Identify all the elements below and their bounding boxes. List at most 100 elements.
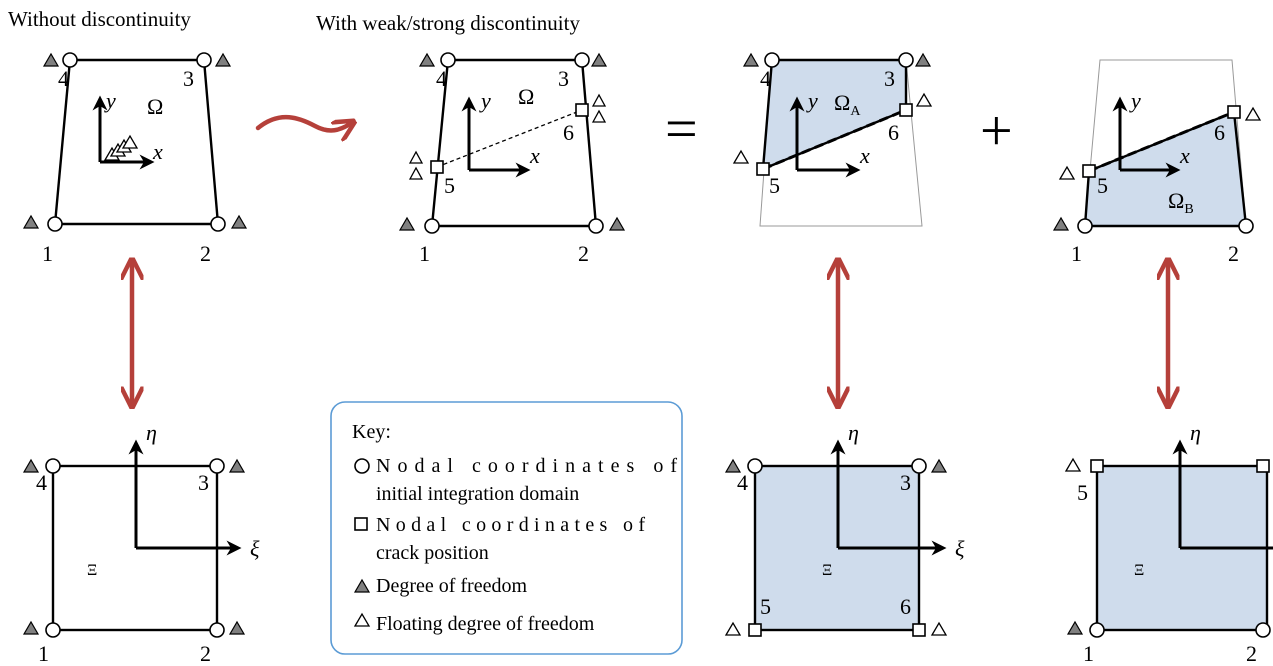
node-circle-2	[1255, 622, 1271, 638]
eta-axis-label: η	[146, 420, 157, 445]
crack-node-square-6	[912, 623, 926, 637]
key-floating-dof-text: Floating degree of freedom	[376, 613, 595, 635]
node-circle-3	[574, 52, 590, 68]
transform-arrow	[255, 114, 350, 130]
x-axis-label: x	[529, 143, 540, 168]
node-label-6: 6	[900, 594, 911, 619]
panel-omega-b-reference: η Ξ 5 1 2	[1064, 420, 1273, 666]
node-label-1: 1	[1083, 641, 1094, 666]
key-square-icon	[354, 517, 368, 531]
node-label-6: 6	[563, 120, 574, 145]
floating-dof-icon	[591, 109, 607, 123]
node-label-4: 4	[760, 66, 771, 91]
node-circle-4	[747, 458, 763, 474]
floating-dof-icon	[1064, 457, 1082, 472]
dof-triangle-icon	[398, 216, 416, 231]
key-box	[330, 401, 683, 655]
crack-node-square-6	[1227, 105, 1241, 119]
equals-sign: =	[665, 96, 698, 161]
node-label-5: 5	[444, 173, 455, 198]
key-circle-text-line2: initial integration domain	[376, 483, 579, 505]
dof-triangle-icon	[22, 458, 40, 473]
crack-line	[1088, 110, 1235, 173]
x-axis-label: x	[859, 143, 870, 168]
header-without-discontinuity: Without discontinuity	[8, 7, 191, 31]
floating-dof-icon	[724, 621, 742, 636]
crack-node-square-6	[899, 103, 913, 117]
node-label-5: 5	[769, 173, 780, 198]
omega-label: Ω	[518, 84, 534, 109]
dof-triangle-icon	[1052, 216, 1070, 231]
node-label-5: 5	[1097, 173, 1108, 198]
node-label-1: 1	[42, 241, 53, 266]
crack-line	[436, 109, 583, 168]
xi-domain-label: Ξ	[822, 562, 832, 579]
crack-node-square-6	[575, 103, 589, 117]
omega-b-label: ΩB	[1168, 188, 1194, 217]
key-square-text-line2: crack position	[376, 542, 489, 564]
key-square-text-line1: Nodal coordinates of	[376, 514, 645, 536]
node-label-5: 5	[1077, 480, 1088, 505]
node-label-4: 4	[36, 470, 47, 495]
dof-triangle-icon	[608, 216, 626, 231]
node-label-1: 1	[419, 241, 430, 266]
node-label-6: 6	[1214, 120, 1225, 145]
key-circle-icon	[354, 458, 370, 474]
floating-dof-icon	[408, 166, 424, 180]
panel-with-physical: y x Ω 1 2 3 4 5 6	[398, 52, 626, 266]
node-label-1: 1	[1071, 241, 1082, 266]
omega-label: Ω	[147, 94, 163, 119]
node-label-4: 4	[58, 66, 69, 91]
stacked-floating-dof-icon	[103, 134, 139, 161]
key-circle-text-line1: Nodal coordinates of	[376, 455, 677, 477]
dof-triangle-icon	[214, 52, 232, 67]
panel-without-reference: η ξ Ξ 4 3 1 2	[22, 420, 260, 666]
crack-node-square-5	[1090, 459, 1104, 473]
crack-node-square-6	[1256, 459, 1270, 473]
node-label-6: 6	[888, 120, 899, 145]
node-circle-3	[898, 52, 914, 68]
y-axis-label: y	[104, 88, 116, 113]
crack-node-square-5	[1082, 164, 1096, 178]
xi-domain-label: Ξ	[87, 562, 97, 579]
dof-triangle-icon	[418, 52, 436, 67]
node-label-3: 3	[558, 66, 569, 91]
eta-axis-label: η	[848, 420, 859, 445]
floating-dof-icon	[1058, 165, 1076, 180]
node-circle-2	[210, 216, 226, 232]
crack-node-square-5	[430, 160, 444, 174]
node-label-2: 2	[200, 241, 211, 266]
crack-line	[762, 108, 907, 171]
dof-triangle-icon	[42, 52, 60, 67]
plus-sign: +	[980, 98, 1013, 163]
node-circle-1	[1077, 218, 1093, 234]
node-circle-1	[47, 216, 63, 232]
node-circle-2	[1238, 218, 1254, 234]
xi-axis-label: ξ	[250, 536, 260, 561]
y-axis-label: y	[806, 88, 818, 113]
x-axis-label: x	[1179, 143, 1190, 168]
node-circle-4	[45, 458, 61, 474]
node-circle-3	[911, 458, 927, 474]
dof-triangle-icon	[22, 214, 40, 229]
panel-omega-a-physical: y x ΩA 3 4 5 6	[732, 52, 933, 227]
node-label-4: 4	[436, 66, 447, 91]
node-label-3: 3	[884, 66, 895, 91]
node-label-3: 3	[198, 470, 209, 495]
floating-dof-icon	[915, 92, 933, 107]
panel-omega-a-reference: η ξ Ξ 4 3 5 6	[724, 420, 965, 637]
node-circle-4	[764, 52, 780, 68]
node-circle-3	[196, 52, 212, 68]
node-label-5: 5	[760, 594, 771, 619]
key-floating-dof-icon	[353, 612, 371, 627]
dof-triangle-icon	[724, 458, 742, 473]
key-legend: Key: Nodal coordinates of initial integr…	[330, 401, 683, 655]
dof-triangle-icon	[930, 458, 948, 473]
dof-triangle-icon	[590, 52, 608, 67]
key-title: Key:	[352, 421, 391, 443]
node-circle-1	[424, 218, 440, 234]
node-label-1: 1	[38, 641, 49, 666]
header-with-discontinuity: With weak/strong discontinuity	[316, 11, 580, 35]
node-label-2: 2	[578, 241, 589, 266]
floating-dof-icon	[408, 150, 424, 164]
